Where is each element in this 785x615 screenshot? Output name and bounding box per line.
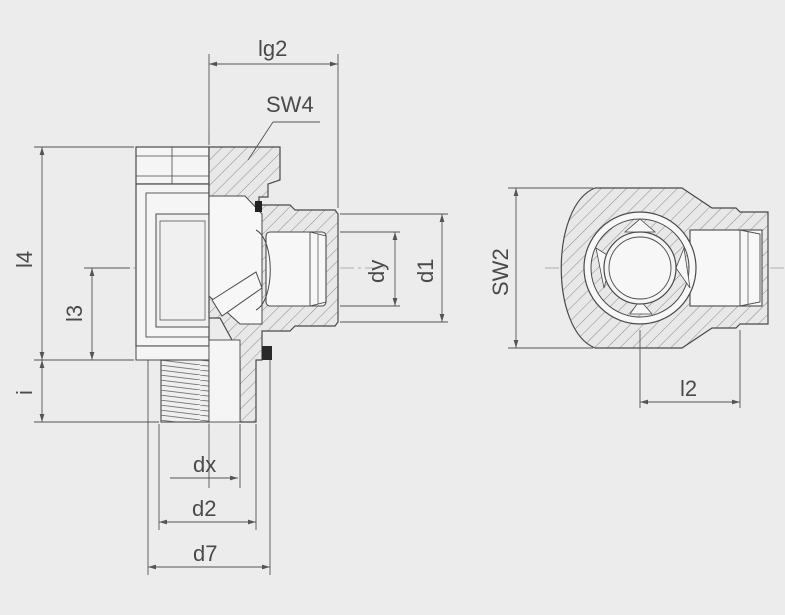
label-sw4: SW4 [266,92,314,117]
body-outer [135,183,210,361]
label-l4: l4 [12,251,37,268]
dimensions-end [508,187,741,408]
label-d1: d1 [413,259,438,283]
label-l3: l3 [62,305,87,322]
label-l2: l2 [680,376,697,401]
seal-ring-top [255,201,262,212]
side-view: lg2 SW4 l4 l3 i dy d1 dx d2 d7 [12,36,448,575]
label-d7: d7 [193,541,217,566]
seal-ring-bottom [262,346,272,360]
label-i: i [12,390,37,395]
end-view: SW2 l2 [488,187,785,408]
label-d2: d2 [192,496,216,521]
label-sw2: SW2 [488,248,513,296]
label-lg2: lg2 [258,36,287,61]
label-dy: dy [364,260,389,283]
label-dx: dx [193,452,216,477]
threaded-stud [160,359,210,423]
hex-nut [135,146,210,185]
section-right [208,146,339,423]
dimensions-side [34,54,448,575]
